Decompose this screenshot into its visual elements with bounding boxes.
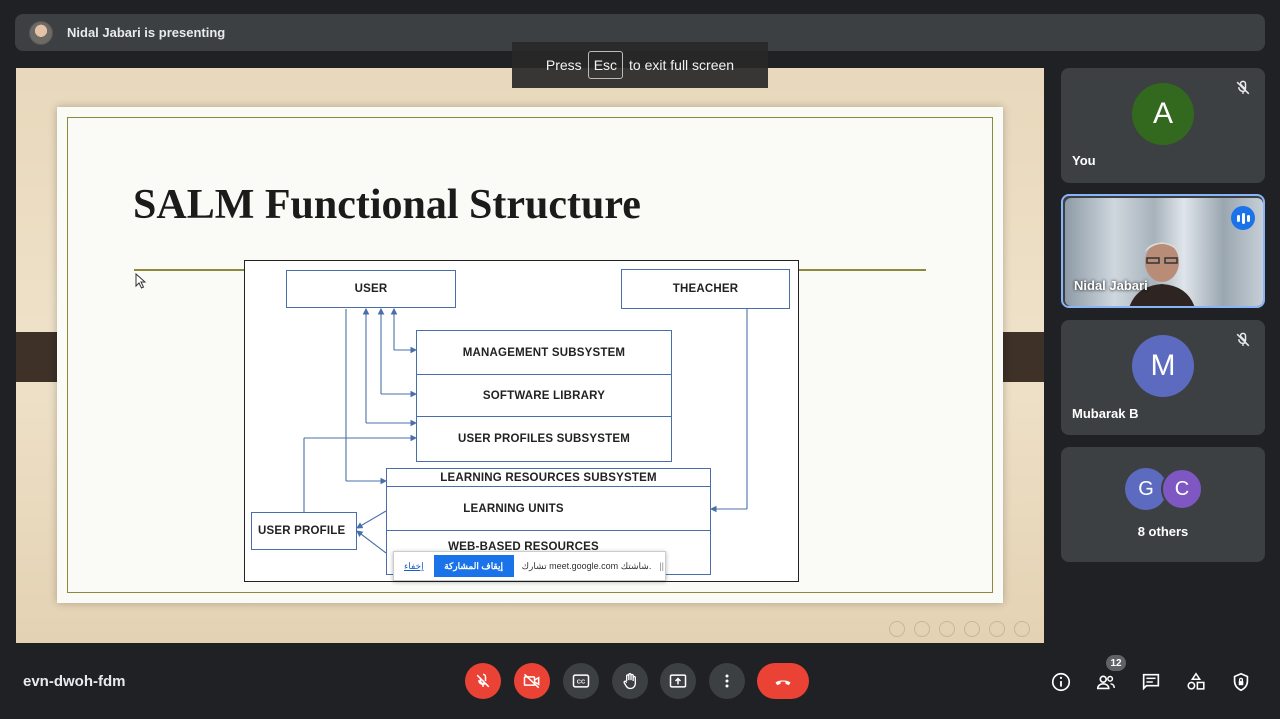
captions-button[interactable]: CC: [563, 663, 599, 699]
slide-toolbar: [889, 621, 1030, 637]
mic-muted-icon: [1236, 332, 1250, 347]
presenter-avatar: [29, 20, 53, 45]
present-icon: [669, 674, 687, 688]
more-vert-icon: [725, 674, 729, 688]
camera-off-icon: [523, 673, 540, 689]
info-icon: [1051, 672, 1071, 692]
participant-tile-others[interactable]: G C 8 others: [1061, 447, 1265, 562]
fullscreen-toast: Press Esc to exit full screen: [512, 42, 768, 88]
hang-up-icon: [775, 680, 791, 686]
presenting-label: Nidal Jabari is presenting: [67, 25, 226, 40]
speaking-icon: [1231, 206, 1255, 230]
toolbar-zoom-icon[interactable]: [964, 621, 980, 637]
mic-toggle-button[interactable]: [465, 663, 501, 699]
meeting-code: evn-dwoh-fdm: [23, 673, 126, 690]
diagram-learning-resources-box: LEARNING RESOURCES SUBSYSTEM: [386, 468, 711, 487]
people-button[interactable]: [1094, 670, 1118, 694]
toolbar-pen-icon[interactable]: [914, 621, 930, 637]
camera-toggle-button[interactable]: [514, 663, 550, 699]
raise-hand-button[interactable]: [612, 663, 648, 699]
diagram-user-box: USER: [286, 270, 456, 308]
participant-name: Mubarak B: [1072, 406, 1139, 421]
diagram-learning-units-box: LEARNING UNITS: [386, 486, 711, 531]
toast-prefix: Press: [545, 57, 582, 73]
diagram-connectors: [303, 307, 748, 554]
participant-tile-nidal[interactable]: Nidal Jabari: [1061, 194, 1265, 308]
functional-diagram: USER THEACHER MANAGEMENT SUBSYSTEM SOFTW…: [244, 260, 799, 582]
leave-call-button[interactable]: [757, 663, 809, 699]
meeting-details-button[interactable]: [1049, 670, 1073, 694]
stop-sharing-button[interactable]: إيقاف المشاركة: [433, 555, 514, 577]
participant-tile-mubarak[interactable]: M Mubarak B: [1061, 320, 1265, 435]
toolbar-forward-icon[interactable]: [1014, 621, 1030, 637]
participant-tile-you[interactable]: A You: [1061, 68, 1265, 183]
participant-name: You: [1072, 153, 1096, 168]
toolbar-options-icon[interactable]: [989, 621, 1005, 637]
present-now-button[interactable]: [660, 663, 696, 699]
activities-button[interactable]: [1184, 670, 1208, 694]
mic-muted-icon: [1236, 80, 1250, 95]
diagram-teacher-box: THEACHER: [621, 269, 790, 309]
chat-button[interactable]: [1139, 670, 1163, 694]
mouse-cursor-icon: [135, 273, 147, 289]
avatar: M: [1132, 335, 1194, 397]
svg-text:CC: CC: [577, 680, 586, 686]
sharing-notification: إخفاء إيقاف المشاركة تشارك meet.google.c…: [393, 551, 666, 581]
more-options-button[interactable]: [709, 663, 745, 699]
slide-frame: [67, 117, 993, 593]
avatar-g: G: [1125, 468, 1167, 510]
others-count-label: 8 others: [1137, 524, 1189, 539]
mic-off-icon: [476, 673, 490, 688]
presentation-slide: SALM Functional Structure: [57, 107, 1003, 603]
drag-grip-icon[interactable]: ||: [659, 561, 665, 571]
toolbar-back-icon[interactable]: [889, 621, 905, 637]
slide-title: SALM Functional Structure: [133, 182, 641, 228]
shield-lock-icon: [1233, 672, 1249, 692]
people-icon: [1096, 675, 1115, 690]
sharing-message: تشارك meet.google.com شاشتك.: [521, 560, 652, 571]
captions-icon: CC: [572, 674, 590, 688]
hide-share-link[interactable]: إخفاء: [404, 560, 424, 571]
presenter-video-figure: [1129, 242, 1195, 306]
hand-icon: [623, 673, 636, 690]
activities-icon: [1187, 672, 1205, 690]
participant-name: Nidal Jabari: [1074, 278, 1148, 293]
diagram-user-profile-box: USER PROFILE: [251, 512, 357, 550]
esc-key: Esc: [587, 51, 624, 79]
diagram-user-profiles-box: USER PROFILES SUBSYSTEM: [416, 416, 672, 462]
toast-suffix: to exit full screen: [629, 57, 735, 73]
participant-count-badge: 12: [1106, 655, 1126, 671]
shared-screen: SALM Functional Structure: [16, 68, 1044, 643]
host-controls-button[interactable]: [1229, 670, 1253, 694]
diagram-software-library-box: SOFTWARE LIBRARY: [416, 374, 672, 417]
avatar: A: [1132, 83, 1194, 145]
diagram-management-box: MANAGEMENT SUBSYSTEM: [416, 330, 672, 375]
camera-feed: [1065, 198, 1263, 306]
chat-icon: [1142, 673, 1160, 691]
avatar-c: C: [1161, 468, 1203, 510]
toolbar-slides-icon[interactable]: [939, 621, 955, 637]
